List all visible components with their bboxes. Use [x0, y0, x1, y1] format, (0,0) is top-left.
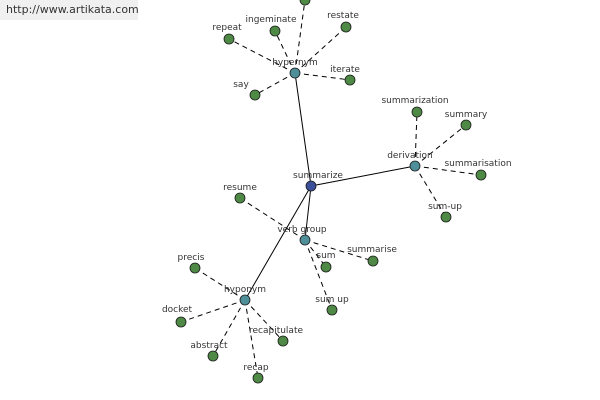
edge-hypernym_top-repeat: [228, 38, 296, 74]
label-summarize: summarize: [293, 171, 343, 181]
node-summary[interactable]: [460, 119, 472, 131]
label-derivation: derivation: [387, 151, 433, 161]
label-recap: recap: [243, 363, 269, 373]
edge-derivation-sum_up_deriv: [414, 165, 447, 218]
graph-labels: summarize hypernym derivation verb group hyp…: [162, 11, 512, 373]
edge-derivation-summarisation: [414, 165, 482, 176]
label-summary: summary: [445, 110, 488, 120]
node-ingeminate[interactable]: [269, 25, 281, 37]
label-abstract: abstract: [190, 341, 228, 351]
edge-hyponym-docket: [180, 299, 246, 323]
edge-hyponym-precis: [194, 267, 246, 301]
label-restate: restate: [327, 11, 359, 21]
label-summarise: summarise: [347, 245, 397, 255]
node-resume[interactable]: [234, 192, 246, 204]
label-resume: resume: [223, 183, 257, 193]
node-sum-up-deriv[interactable]: [440, 211, 452, 223]
label-iterate: iterate: [330, 65, 360, 75]
node-summarize[interactable]: [305, 180, 317, 192]
edge-hyponym-recapitulate: [244, 299, 284, 342]
edge-summarize-derivation: [310, 165, 416, 187]
node-verb-group[interactable]: [299, 234, 311, 246]
edge-hyponym-recap: [244, 299, 259, 379]
node-recapitulate[interactable]: [277, 335, 289, 347]
node-hyponym[interactable]: [239, 294, 251, 306]
node-summarisation[interactable]: [475, 169, 487, 181]
label-sum-up-deriv: sum-up: [428, 202, 462, 212]
label-say: say: [233, 80, 249, 90]
label-ingeminate: ingeminate: [245, 15, 296, 25]
edge-summarize-hypernym_top: [294, 72, 312, 187]
node-say[interactable]: [249, 89, 261, 101]
node-derivation[interactable]: [409, 160, 421, 172]
edge-derivation-summarization: [414, 111, 418, 167]
label-docket: docket: [162, 305, 193, 315]
edge-hypernym_top-iterate: [294, 72, 351, 81]
label-hypernym-top: hypernym: [272, 58, 318, 68]
edge-verb_group-sum: [304, 239, 327, 268]
node-recap[interactable]: [252, 372, 264, 384]
edge-verb_group-sum_up: [304, 239, 333, 311]
graph-nodes: [175, 0, 487, 384]
node-summarise[interactable]: [367, 255, 379, 267]
label-sum-up: sum up: [315, 295, 349, 305]
label-precis: precis: [178, 253, 205, 263]
label-verb-group: verb group: [277, 225, 327, 235]
node-abstract[interactable]: [207, 350, 219, 362]
edge-hypernym_top-ingeminate: [274, 30, 296, 74]
edge-derivation-summary: [414, 124, 467, 167]
label-hyponym: hyponym: [224, 285, 266, 295]
node-restate[interactable]: [340, 21, 352, 33]
edge-verb_group-resume: [239, 197, 306, 241]
edge-hyponym-abstract: [212, 299, 246, 357]
edge-hypernym_top-say: [254, 72, 296, 96]
node-iterate[interactable]: [344, 74, 356, 86]
node-docket[interactable]: [175, 316, 187, 328]
node-sum-up[interactable]: [326, 304, 338, 316]
node-top-cut[interactable]: [299, 0, 311, 6]
node-precis[interactable]: [189, 262, 201, 274]
node-hypernym-top[interactable]: [289, 67, 301, 79]
node-repeat[interactable]: [223, 33, 235, 45]
label-sum: sum: [316, 251, 335, 261]
label-summarization: summarization: [381, 96, 448, 106]
watermark-url: http://www.artikata.com: [0, 0, 139, 20]
label-repeat: repeat: [212, 23, 242, 33]
edge-verb_group-summarise: [304, 239, 374, 262]
edge-hypernym_top-top_cut: [294, 0, 306, 74]
node-sum[interactable]: [320, 261, 332, 273]
edge-summarize-hyponym: [244, 185, 312, 301]
label-summarisation: summarisation: [444, 159, 511, 169]
graph-edges: [180, 0, 482, 379]
edge-summarize-verb_group: [304, 185, 312, 241]
edge-hypernym_top-restate: [294, 26, 347, 74]
label-recapitulate: recapitulate: [249, 326, 303, 336]
node-summarization[interactable]: [411, 106, 423, 118]
